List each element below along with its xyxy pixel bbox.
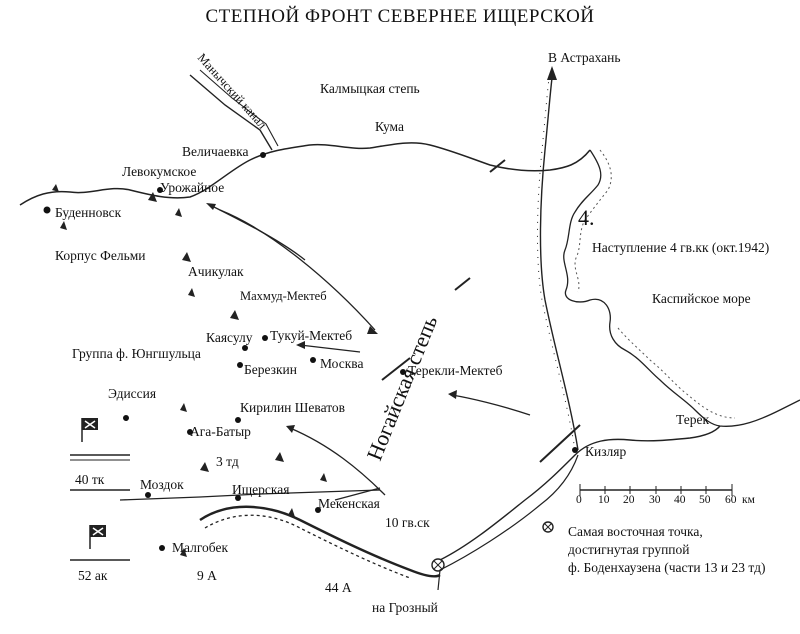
- label-terekli-mekteb: Терекли-Мектеб: [408, 363, 503, 378]
- label-urozhaynoe: Урожайное: [160, 180, 224, 195]
- label-moskva: Москва: [320, 356, 364, 371]
- label-east-point-1: Самая восточная точка,: [568, 524, 703, 539]
- label-terek: Терек: [676, 412, 709, 427]
- label-korpus-felmi: Корпус Фельми: [55, 248, 146, 263]
- attack-arrowheads: [206, 203, 457, 433]
- town-dots: [43, 152, 578, 551]
- label-velichaevka: Величаевка: [182, 144, 248, 159]
- label-3-td: 3 тд: [216, 454, 239, 469]
- caspian-shore-hatching: [574, 149, 612, 293]
- scale-tick-20: 20: [623, 494, 635, 506]
- label-aga-batyr: Ага-Батыр: [190, 424, 251, 439]
- label-to-grozny: на Грозный: [372, 600, 438, 615]
- label-gruppa-yungshultsa: Группа ф. Юнгшульца: [72, 346, 201, 361]
- map-title: СТЕПНОЙ ФРОНТ СЕВЕРНЕЕ ИЩЕРСКОЙ: [205, 6, 594, 27]
- label-to-astrakhan: В Астрахань: [548, 50, 621, 65]
- label-east-point-2: достигнутая группой: [568, 542, 690, 557]
- scale-tick-30: 30: [649, 494, 661, 506]
- label-kirilin-shevatov: Кирилин Шеватов: [240, 400, 345, 415]
- label-malgobek: Малгобек: [172, 540, 228, 555]
- label-east-point-3: ф. Боденхаузена (части 13 и 23 тд): [568, 560, 765, 575]
- scale-tick-50: 50: [699, 494, 711, 506]
- arrow-astrakhan: [547, 66, 557, 80]
- caspian-shore-hatching-2: [617, 327, 736, 419]
- railway-grozny: [437, 454, 579, 591]
- label-manych-canal: Манычский канал: [195, 51, 270, 132]
- crossed-circle-icon: [542, 521, 554, 533]
- label-levokumskoe: Левокумское: [122, 164, 196, 179]
- scale-bar: 0 10 20 30 40 50 60 км: [576, 484, 756, 506]
- railway-ticks: [536, 77, 576, 451]
- label-offensive-4: Наступление 4 гв.кк (окт.1942): [592, 240, 769, 255]
- label-berezkin: Березкин: [244, 362, 297, 377]
- label-kuma: Кума: [375, 119, 404, 134]
- attack-arrows: [209, 204, 531, 501]
- troop-marks: [52, 184, 327, 557]
- scale-unit: км: [742, 494, 756, 506]
- label-makhmud-mekteb: Махмуд-Мектеб: [240, 289, 327, 303]
- label-44-a: 44 А: [325, 580, 352, 595]
- flag-icon: [70, 418, 130, 461]
- front-line-south-2: [204, 514, 411, 579]
- label-caspian-sea: Каспийское море: [652, 291, 751, 306]
- scale-tick-60: 60: [725, 494, 737, 506]
- label-achikulak: Ачикулак: [188, 264, 244, 279]
- label-nogai-steppe: Ногайская степь: [361, 312, 442, 464]
- label-kalmyk-steppe: Калмыцкая степь: [320, 81, 420, 96]
- label-tukuy-mekteb: Тукуй-Мектеб: [270, 328, 352, 343]
- label-mekenskaya: Мекенская: [318, 496, 380, 511]
- label-num-4: 4.: [578, 205, 595, 230]
- label-budennovsk: Буденновск: [55, 205, 122, 220]
- defense-barriers: [381, 159, 581, 463]
- label-mozdok: Моздок: [140, 477, 184, 492]
- kuma-river: [19, 142, 591, 206]
- scale-tick-10: 10: [598, 494, 610, 506]
- front-line-south: [199, 505, 441, 578]
- scale-tick-0: 0: [576, 494, 582, 506]
- terek-river: [439, 425, 721, 561]
- railway-mozdok: [119, 489, 381, 501]
- label-10-gvsk: 10 гв.ск: [385, 515, 430, 530]
- crossed-circle-icon: [431, 558, 445, 572]
- label-kayasulu: Каясулу: [206, 330, 253, 345]
- label-edissiya: Эдиссия: [108, 386, 156, 401]
- label-ishcherskaya: Ищерская: [232, 482, 289, 497]
- flag-icon: [70, 525, 130, 561]
- label-kizlyar: Кизляр: [585, 444, 627, 459]
- label-52-ak: 52 ак: [78, 568, 108, 583]
- label-9-a: 9 А: [197, 568, 217, 583]
- manych-canal: [189, 74, 273, 151]
- scale-tick-40: 40: [674, 494, 686, 506]
- caspian-coastline: [563, 149, 800, 427]
- railway-astrakhan: [539, 77, 579, 451]
- manych-canal-bank: [199, 69, 279, 147]
- label-40-tk: 40 тк: [75, 472, 105, 487]
